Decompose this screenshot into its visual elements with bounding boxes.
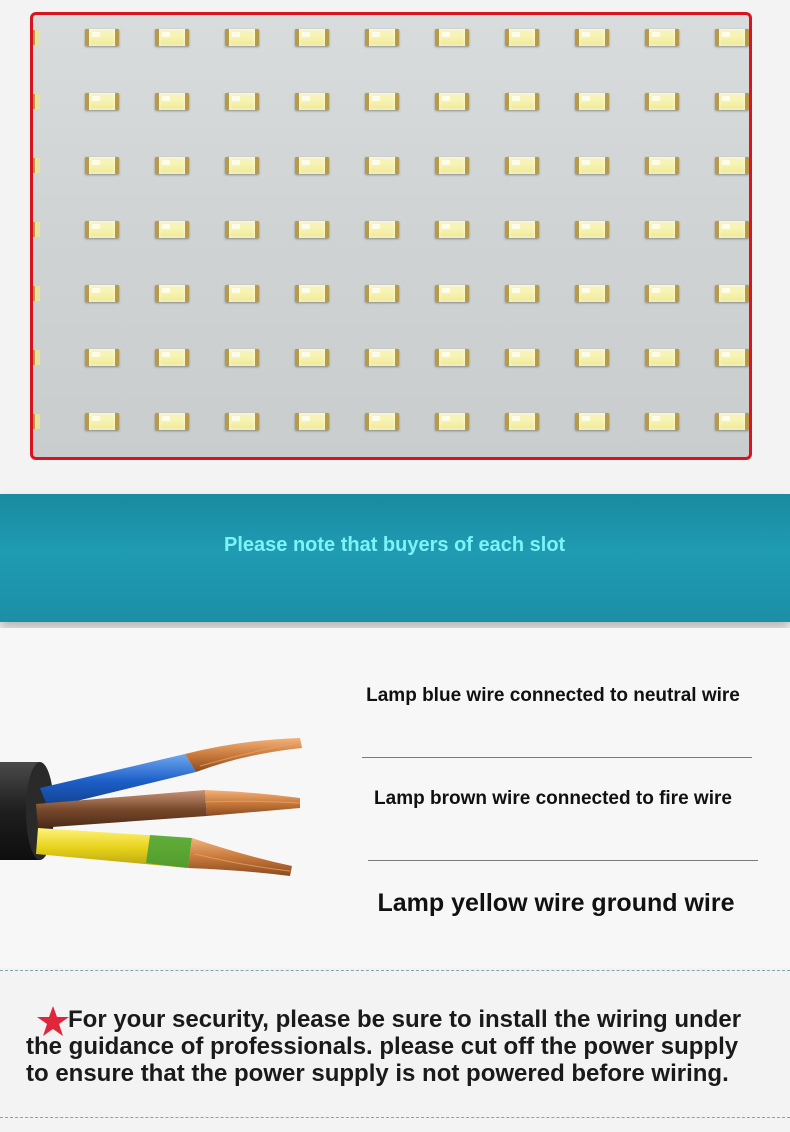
led-chip-edge [33, 350, 40, 365]
led-chip [85, 157, 119, 174]
yellow-wire-label: Lamp yellow wire ground wire [377, 889, 735, 917]
led-chip-edge [33, 414, 40, 429]
led-chip [505, 413, 539, 430]
led-chip [575, 93, 609, 110]
led-chip [85, 93, 119, 110]
notice-banner [0, 494, 790, 622]
banner-text: Please note that buyers of each slot [224, 534, 566, 556]
led-chip [365, 93, 399, 110]
led-chip [295, 221, 329, 238]
led-chip [505, 349, 539, 366]
led-chip [435, 93, 469, 110]
led-chip [435, 349, 469, 366]
led-chip-edge [33, 222, 40, 237]
safety-notice: For your security, please be sure to ins… [26, 1006, 786, 1087]
led-chip [155, 29, 189, 46]
divider [368, 860, 758, 861]
led-chip [505, 285, 539, 302]
led-chip [225, 157, 259, 174]
led-chip [155, 93, 189, 110]
led-chip [295, 413, 329, 430]
led-chip [155, 221, 189, 238]
led-chip [365, 285, 399, 302]
led-chip [295, 93, 329, 110]
led-chip [295, 157, 329, 174]
led-chip [645, 285, 679, 302]
led-chip [365, 157, 399, 174]
led-chip [715, 29, 749, 46]
led-chip-grid [33, 15, 749, 457]
led-chip [225, 221, 259, 238]
led-chip [645, 93, 679, 110]
led-chip [715, 285, 749, 302]
led-chip-edge [33, 158, 40, 173]
led-chip [85, 221, 119, 238]
led-chip [715, 221, 749, 238]
led-chip [85, 413, 119, 430]
notice-line-2: the guidance of professionals. please cu… [26, 1033, 739, 1060]
led-chip-edge [33, 94, 40, 109]
led-chip [575, 157, 609, 174]
led-chip [155, 285, 189, 302]
led-chip [225, 285, 259, 302]
led-chip [85, 29, 119, 46]
led-chip [225, 349, 259, 366]
dashed-divider [0, 1117, 790, 1118]
led-chip [645, 413, 679, 430]
led-chip [365, 221, 399, 238]
led-chip [575, 221, 609, 238]
notice-line-3: to ensure that the power supply is not p… [26, 1060, 729, 1087]
led-chip [575, 285, 609, 302]
led-chip [645, 349, 679, 366]
led-chip [435, 221, 469, 238]
led-chip [505, 221, 539, 238]
led-chip-edge [33, 286, 40, 301]
led-chip [155, 349, 189, 366]
led-chip [225, 29, 259, 46]
led-chip [715, 349, 749, 366]
notice-line-1: For your security, please be sure to ins… [68, 1006, 742, 1033]
led-chip [575, 413, 609, 430]
led-chip [715, 413, 749, 430]
led-chip [645, 221, 679, 238]
led-chip [575, 349, 609, 366]
blue-wire-label: Lamp blue wire connected to neutral wire [366, 685, 740, 706]
led-chip [435, 157, 469, 174]
led-chip [295, 29, 329, 46]
led-chip [435, 29, 469, 46]
led-chip [435, 285, 469, 302]
brown-wire-label: Lamp brown wire connected to fire wire [374, 788, 732, 809]
led-panel-image [30, 12, 752, 460]
led-chip [435, 413, 469, 430]
led-chip [365, 29, 399, 46]
led-chip [575, 29, 609, 46]
led-chip [85, 285, 119, 302]
led-chip [225, 93, 259, 110]
divider [362, 757, 752, 758]
led-chip [85, 349, 119, 366]
led-chip [365, 349, 399, 366]
led-chip [505, 93, 539, 110]
star-icon [37, 1006, 69, 1036]
power-cable-image [0, 738, 302, 876]
led-chip [155, 157, 189, 174]
dashed-divider [0, 970, 790, 971]
led-chip [225, 413, 259, 430]
led-chip [505, 29, 539, 46]
led-chip [295, 349, 329, 366]
led-chip [155, 413, 189, 430]
led-chip-edge [33, 30, 40, 45]
led-chip [715, 93, 749, 110]
led-chip [365, 413, 399, 430]
led-chip [505, 157, 539, 174]
led-chip [645, 29, 679, 46]
led-chip [295, 285, 329, 302]
led-chip [645, 157, 679, 174]
led-chip [715, 157, 749, 174]
